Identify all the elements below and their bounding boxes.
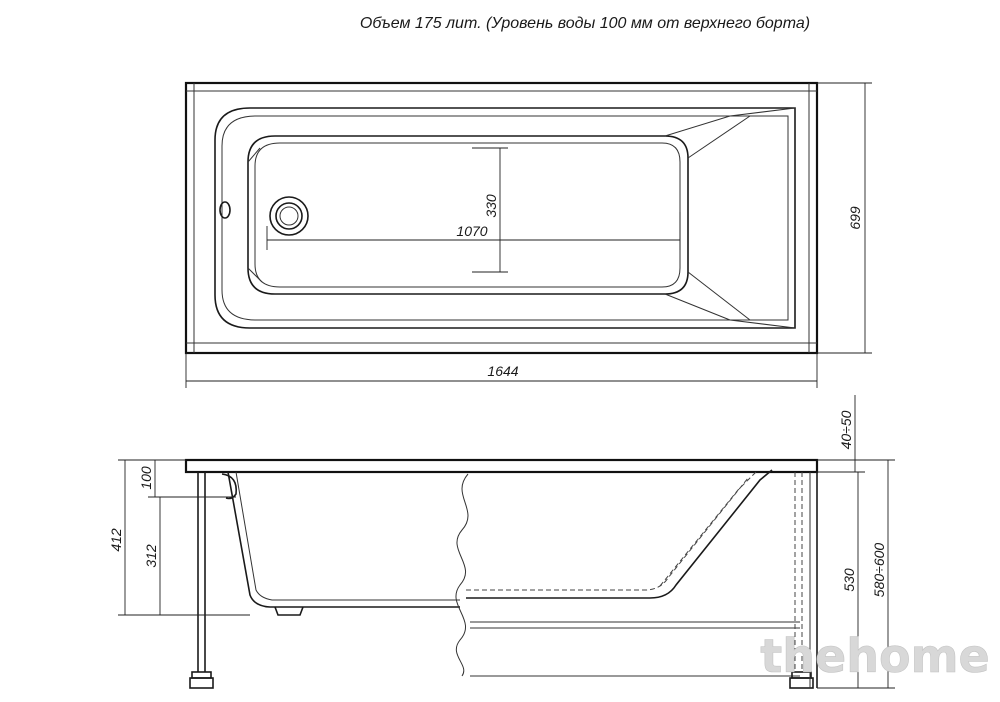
watermark-logo: thehome — [760, 629, 989, 683]
dimension-rim-offset: 40÷50 — [817, 395, 895, 473]
top-view-outer-rim — [184, 81, 819, 355]
label-rim-offset: 40÷50 — [838, 410, 854, 449]
dimension-overall-length: 1644 — [185, 353, 818, 388]
dimension-overall-height: 580÷600 — [817, 460, 895, 689]
label-inner-length: 1070 — [456, 223, 487, 239]
left-leg — [189, 472, 214, 689]
side-view-rim — [184, 458, 819, 474]
side-view: 412 100 312 40÷50 530 580÷600 — [108, 395, 895, 689]
top-view: 1070 330 1644 699 — [184, 81, 872, 388]
label-depth: 312 — [143, 544, 159, 568]
dimension-inner-length: 1070 — [266, 212, 681, 250]
side-view-break-line — [455, 473, 469, 677]
dimension-inner-width: 330 — [472, 147, 508, 273]
label-inner-width: 330 — [483, 194, 499, 218]
label-leg-height: 530 — [841, 568, 857, 592]
label-overall-height: 580÷600 — [871, 543, 887, 598]
label-total-height: 412 — [108, 528, 124, 552]
drain-icon — [269, 196, 309, 236]
dimension-overall-width: 699 — [817, 82, 872, 354]
right-leg — [789, 472, 814, 689]
dimension-depth: 312 — [143, 497, 161, 615]
overflow-icon — [219, 201, 231, 219]
dimension-water-level: 100 — [138, 460, 236, 498]
side-view-tub-body — [227, 471, 460, 608]
label-overall-length: 1644 — [487, 363, 518, 379]
top-view-basin-floor — [247, 135, 689, 295]
top-view-basin-outline — [214, 107, 796, 329]
dimension-leg-height: 530 — [841, 472, 859, 688]
dimension-total-height: 412 — [108, 459, 250, 616]
label-water-level: 100 — [138, 466, 154, 490]
label-overall-width: 699 — [847, 206, 863, 230]
drawing-title: Объем 175 лит. (Уровень воды 100 мм от в… — [360, 15, 810, 32]
